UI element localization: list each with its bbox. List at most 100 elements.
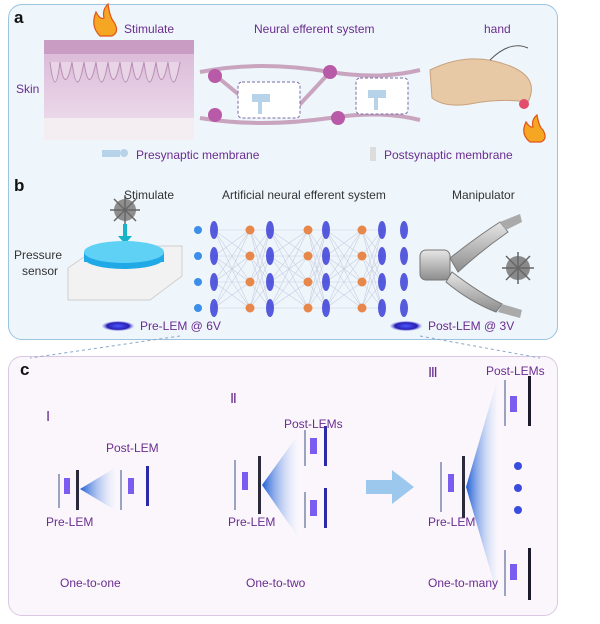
case-3-pre-label: Pre-LEM: [428, 515, 476, 529]
lem-device: [400, 299, 408, 317]
hidden-node: [245, 225, 255, 235]
network-connection: [307, 255, 327, 309]
right-arrow-icon: [366, 470, 414, 504]
lem-device: [266, 273, 274, 291]
network-connection: [361, 229, 383, 309]
case-1-numeral: Ⅰ: [46, 408, 51, 424]
stimulus-particle-icon: [110, 195, 140, 225]
network-connection: [249, 229, 271, 309]
hidden-node: [303, 225, 313, 235]
hidden-node: [357, 225, 367, 235]
input-node: [194, 252, 202, 260]
lem-device: [322, 221, 330, 239]
presynaptic-membrane-label: Presynaptic membrane: [136, 148, 260, 162]
flame-icon: [93, 2, 118, 37]
network-connection: [249, 255, 271, 309]
case-one-to-two: [234, 426, 327, 540]
network-connection: [213, 281, 251, 309]
stimulate-label-b: Stimulate: [124, 188, 175, 202]
network-connection: [213, 229, 251, 283]
robotic-manipulator: [419, 214, 522, 318]
network-connection: [325, 229, 363, 283]
case-1-caption: One-to-one: [60, 576, 121, 590]
lem-device: [378, 247, 386, 265]
lem-device: [378, 221, 386, 239]
lem-device: [378, 273, 386, 291]
case-2-numeral: Ⅱ: [230, 390, 237, 406]
lem-device: [322, 273, 330, 291]
case-one-to-many: [440, 370, 531, 604]
hidden-node: [357, 303, 367, 313]
network-connection: [325, 229, 363, 257]
case-1-post-label: Post-LEM: [106, 441, 159, 455]
hidden-node: [357, 251, 367, 261]
network-connection: [361, 229, 383, 283]
case-2-pre-label: Pre-LEM: [228, 515, 276, 529]
hidden-node: [245, 303, 255, 313]
network-connection: [361, 255, 383, 309]
case-3-numeral: Ⅲ: [428, 364, 438, 380]
postsynaptic-membrane-icon: [370, 147, 376, 161]
case-1-pre-label: Pre-LEM: [46, 515, 94, 529]
network-connection: [325, 255, 363, 309]
lem-device: [210, 247, 218, 265]
post-lem-voltage-label: Post-LEM @ 3V: [428, 319, 515, 333]
case-2-caption: One-to-two: [246, 576, 306, 590]
lem-device: [210, 221, 218, 239]
network-connection: [269, 229, 309, 309]
network-connection: [307, 229, 327, 309]
lem-device: [400, 273, 408, 291]
input-node: [194, 226, 202, 234]
postsynaptic-membrane-label: Postsynaptic membrane: [384, 148, 513, 162]
hidden-node: [357, 277, 367, 287]
artificial-neural-network: [194, 221, 408, 317]
hidden-node: [245, 251, 255, 261]
hidden-node: [303, 303, 313, 313]
network-connection: [249, 229, 271, 283]
skin-label: Skin: [16, 82, 40, 96]
network-connection: [325, 229, 363, 309]
presynaptic-membrane-icon: [102, 149, 128, 157]
network-connection: [269, 255, 309, 309]
lem-device: [378, 299, 386, 317]
hidden-node: [303, 277, 313, 287]
neural-system-label: Neural efferent system: [254, 22, 375, 36]
network-connection: [269, 229, 309, 283]
pressure-label: Pressure: [14, 248, 63, 262]
case-3-post-label: Post-LEMs: [486, 364, 545, 378]
neuron-bodies: [208, 65, 345, 125]
lem-device: [266, 221, 274, 239]
lem-device: [400, 247, 408, 265]
sensor-label: sensor: [22, 264, 59, 278]
panel-c-label: c: [20, 360, 30, 379]
panel-a-label: a: [14, 8, 24, 27]
case-3-caption: One-to-many: [428, 576, 499, 590]
network-connection: [269, 229, 309, 257]
artificial-system-label: Artificial neural efferent system: [222, 188, 386, 202]
target-particle-icon: [502, 252, 534, 284]
flame-icon-hand: [523, 113, 546, 143]
lem-device: [210, 299, 218, 317]
lem-device: [266, 247, 274, 265]
hidden-node: [245, 277, 255, 287]
case-2-post-label: Post-LEMs: [284, 417, 343, 431]
pre-lem-pad-icon: [102, 321, 134, 331]
post-lem-pad-icon: [390, 321, 422, 331]
pre-lem-voltage-label: Pre-LEM @ 6V: [140, 319, 221, 333]
network-connection: [213, 255, 251, 309]
down-arrow-icon: [118, 224, 132, 244]
network-connection: [325, 281, 363, 309]
input-node: [194, 278, 202, 286]
hidden-node: [303, 251, 313, 261]
network-connection: [213, 229, 251, 309]
zoom-connectors: [29, 335, 541, 359]
manipulator-label: Manipulator: [452, 188, 515, 202]
network-connection: [307, 229, 327, 283]
pressure-sensor: [67, 241, 183, 301]
skin-illustration: [44, 40, 194, 140]
lem-device: [210, 273, 218, 291]
panel-b-label: b: [14, 176, 25, 195]
hand-illustration: [429, 45, 532, 109]
network-connection: [213, 229, 251, 257]
